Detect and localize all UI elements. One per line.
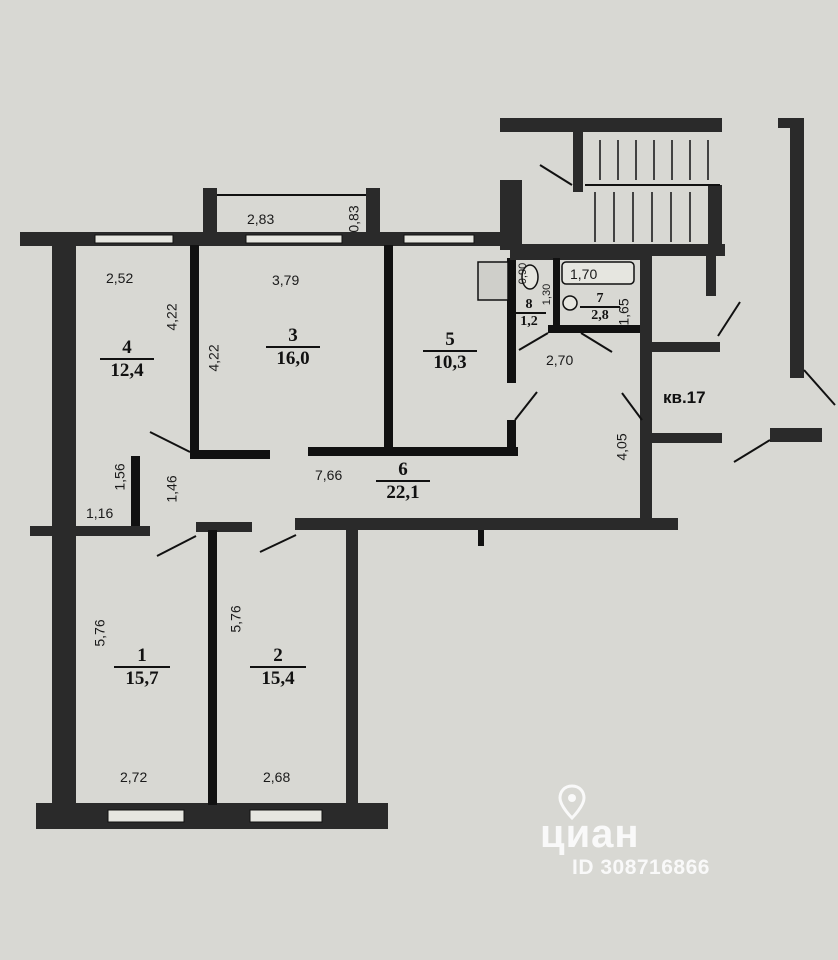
door-swing-8: [518, 332, 549, 351]
watermark-logo: циан: [540, 812, 640, 856]
dim-balcony-width: 2,83: [247, 211, 275, 227]
door-swing-1: [156, 535, 197, 557]
dim-closet-door: 1,46: [163, 475, 180, 503]
room-label-2: 2 15,4: [250, 646, 306, 690]
entry-mark: [478, 530, 484, 546]
stair-wall-left: [500, 180, 522, 250]
stair-arrow: [539, 164, 573, 186]
room-number: 4: [122, 337, 132, 358]
dim-room1-width: 2,72: [120, 769, 148, 785]
apartment-label: кв.17: [663, 388, 706, 407]
corridor-wall-3: [770, 428, 822, 442]
dim-room3-length: 4,22: [205, 344, 222, 372]
room-label-3: 3 16,0: [266, 326, 320, 370]
room-area: 1,2: [512, 312, 546, 330]
wall-4-1: [30, 526, 150, 536]
dim-room1-length: 5,76: [91, 619, 108, 647]
washbasin: [562, 295, 578, 311]
door-swing-entry: [621, 392, 643, 421]
dim-balcony-depth: 0,83: [345, 205, 362, 233]
wall-1-2: [208, 530, 217, 805]
door-swing-4: [149, 431, 191, 453]
neighbour-wall-top: [778, 118, 804, 128]
neighbour-wall-vertical: [790, 118, 804, 378]
stair-post: [573, 132, 583, 192]
room-label-7: 7 2,8: [580, 291, 620, 324]
door-swing-2: [259, 534, 297, 553]
wall-corridor-top-right: [308, 447, 518, 456]
room-label-1: 1 15,7: [114, 646, 170, 690]
corridor-wall-1: [650, 342, 720, 352]
window-top-3: [403, 234, 475, 244]
wall-2-right: [346, 528, 358, 806]
room-number: 3: [288, 325, 298, 346]
balcony-pier-left: [203, 188, 217, 238]
wall-5-8: [507, 258, 516, 383]
dim-wc-width: 0,90: [517, 262, 530, 285]
wall-4-3: [190, 245, 199, 455]
balcony-pier-right: [366, 188, 380, 238]
wall-1-2-head: [196, 522, 252, 532]
room-area: 2,8: [580, 306, 620, 324]
stair-landing-wall: [515, 244, 725, 256]
dim-hall-width: 2,70: [546, 352, 574, 368]
stair-wall-right: [708, 185, 722, 245]
room-number: 8: [525, 297, 533, 312]
room-number: 7: [596, 291, 604, 306]
room-label-4: 4 12,4: [100, 338, 154, 382]
corridor-post: [706, 256, 716, 296]
dim-room4-width: 2,52: [106, 270, 134, 286]
toilet: [521, 264, 539, 290]
wall-bath-bottom: [548, 325, 640, 333]
room-label-8: 8 1,2: [512, 297, 546, 330]
window-bottom-1: [107, 809, 185, 823]
dim-room3-width: 3,79: [272, 272, 300, 288]
room-label-5: 5 10,3: [423, 330, 477, 374]
room-number: 5: [445, 329, 455, 350]
wall-corridor-bottom: [295, 518, 678, 530]
window-top-1: [94, 234, 174, 244]
room-area: 12,4: [100, 358, 154, 382]
wall-bottom: [36, 803, 388, 829]
corridor-wall-2: [650, 433, 722, 443]
room-area: 15,4: [250, 666, 306, 690]
bathtub: [561, 261, 635, 285]
dim-closet-width: 1,16: [86, 505, 114, 521]
dim-room2-width: 2,68: [263, 769, 291, 785]
dim-bath-width: 1,70: [570, 266, 598, 282]
dim-closet-length: 1,56: [111, 463, 128, 491]
wall-corridor-top-left: [190, 450, 270, 459]
stair-wall-top: [500, 118, 722, 132]
wall-apartment-right: [640, 255, 652, 527]
room-area: 16,0: [266, 346, 320, 370]
dim-room2-length: 5,76: [227, 605, 244, 633]
dim-room4-length: 4,22: [163, 303, 180, 331]
room-area: 10,3: [423, 350, 477, 374]
dim-hall-length: 4,05: [613, 433, 630, 461]
room-area: 15,7: [114, 666, 170, 690]
wall-3-5: [384, 245, 393, 450]
room-number: 2: [273, 645, 283, 666]
door-swing-corridor-3: [803, 369, 836, 406]
room-number: 6: [398, 459, 408, 480]
window-top-2: [245, 234, 343, 244]
room-label-6: 6 22,1: [376, 460, 430, 504]
dim-corridor-length: 7,66: [315, 467, 343, 483]
sink: [477, 261, 509, 301]
wall-bath-mid: [553, 258, 560, 328]
location-pin-icon: [558, 784, 586, 820]
door-swing-corridor-1: [717, 301, 741, 337]
door-swing-7: [580, 332, 613, 353]
room-number: 1: [137, 645, 147, 666]
wall-closet: [131, 456, 140, 526]
stair-steps: [585, 140, 720, 242]
window-bottom-2: [249, 809, 323, 823]
wall-5-stub: [507, 420, 516, 450]
door-swing-corridor-2: [733, 439, 771, 463]
door-swing-5: [514, 391, 538, 421]
watermark-listing-id: ID 308716866: [572, 856, 710, 879]
room-area: 22,1: [376, 480, 430, 504]
